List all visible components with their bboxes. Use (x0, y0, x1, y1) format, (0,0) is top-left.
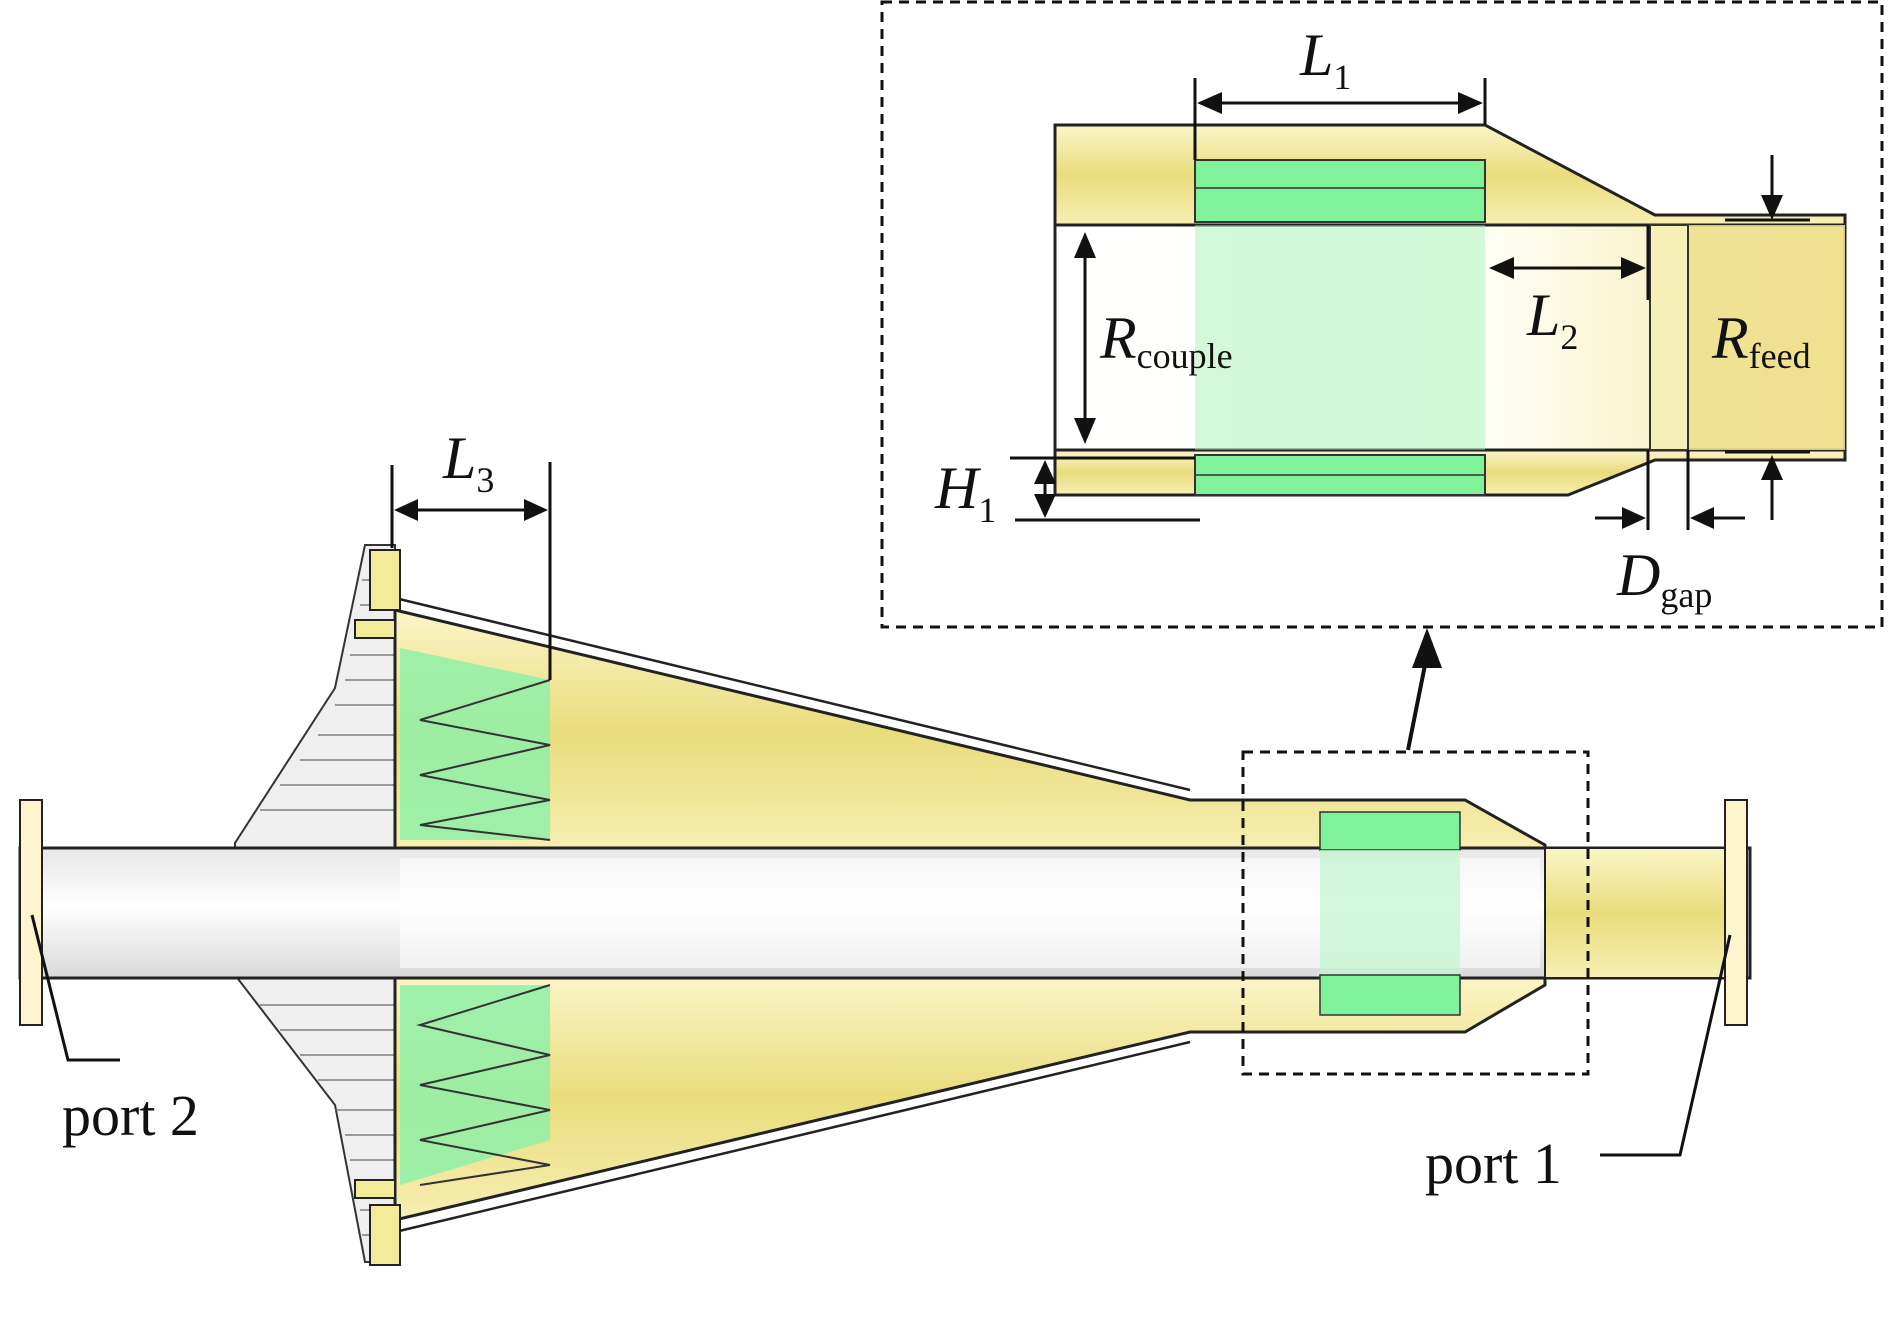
port2-leader (30, 914, 120, 1062)
label-port2: port 2 (62, 1083, 199, 1148)
dimension-L3 (390, 462, 552, 680)
zigzag-upper (419, 679, 551, 841)
dimension-Rfeed (1725, 155, 1810, 520)
dimension-Rcouple (1074, 232, 1096, 444)
zoom-arrow (1406, 654, 1429, 751)
label-Rcouple: Rcouple (1099, 305, 1233, 376)
label-L3: L3 (442, 425, 494, 500)
zigzag-lower (416, 984, 551, 1186)
main-device (18, 462, 1752, 1266)
port1-leader (1600, 934, 1732, 1157)
label-L1: L1 (1299, 22, 1351, 97)
dimension-L1 (1193, 78, 1487, 160)
label-L2: L2 (1526, 282, 1578, 357)
label-Rfeed: Rfeed (1711, 305, 1811, 376)
dimension-L2 (1489, 225, 1650, 300)
zoom-region-box (1241, 750, 1590, 1076)
port1-cap (1724, 799, 1748, 1026)
label-Dgap: Dgap (1616, 542, 1712, 615)
coupler-dielectric-upper (1319, 811, 1461, 851)
dimension-Dgap (1595, 450, 1745, 530)
flange-hatching (260, 579, 395, 1236)
inset-detail (880, 0, 1884, 629)
inset-dielectric-upper (1194, 159, 1486, 223)
inset-dielectric-mid (1195, 225, 1485, 450)
dielectric-upper (400, 648, 550, 840)
dimension-H1 (1010, 456, 1200, 522)
flange-bolts (354, 549, 401, 1266)
label-port1: port 1 (1425, 1131, 1562, 1196)
label-H1: H1 (934, 455, 996, 530)
coupler-dielectric-mid (1320, 850, 1460, 975)
coupler-dielectric-lower (1319, 974, 1461, 1016)
port2-cap (19, 799, 43, 1026)
